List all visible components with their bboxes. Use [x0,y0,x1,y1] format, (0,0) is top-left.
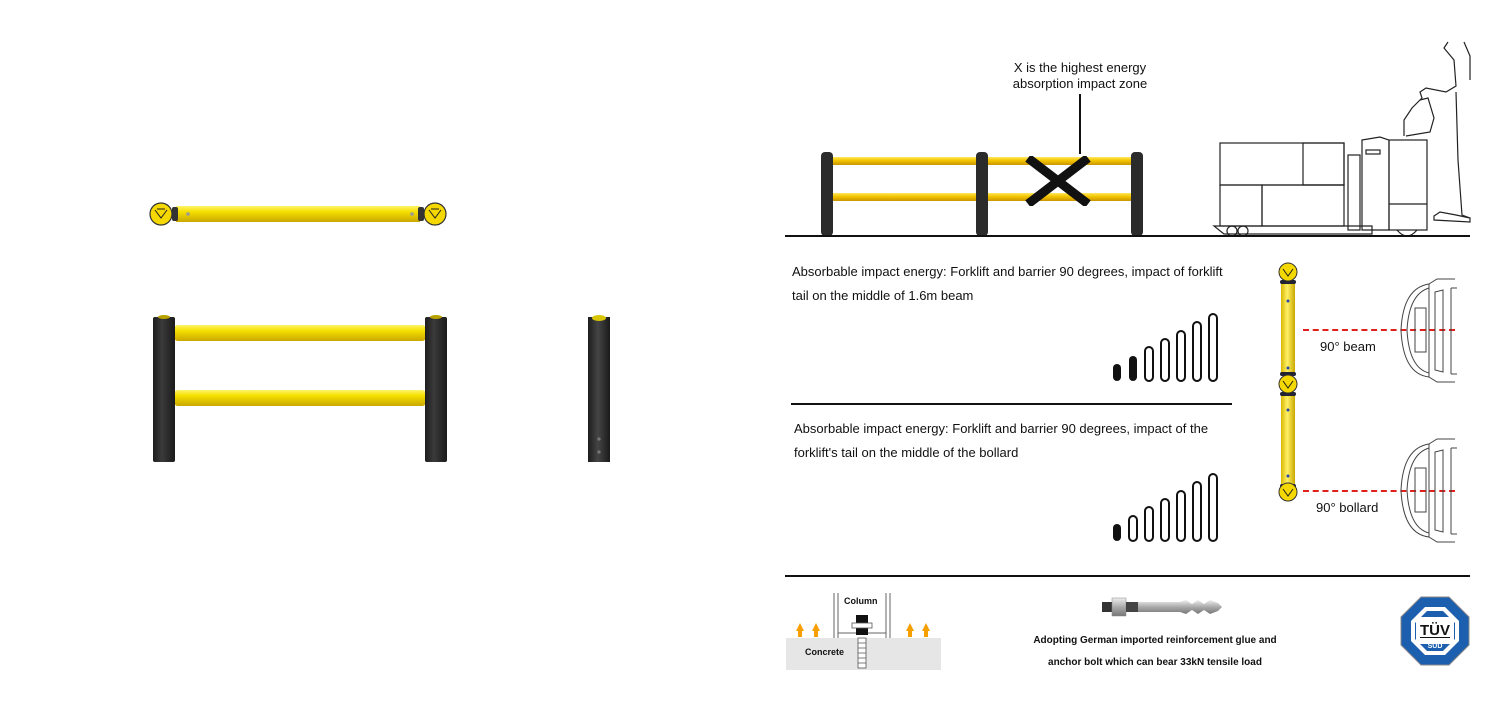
bollard-energy-bars [1110,472,1225,544]
annotation-leader-line [1079,94,1081,154]
barrier-elevation-diagram [818,150,1148,236]
bollard-test-description: Absorbable impact energy: Forklift and b… [794,417,1264,465]
beam-test-description: Absorbable impact energy: Forklift and b… [792,260,1262,308]
annotation-line-1: X is the highest energy [1013,60,1147,75]
side-view-bollard [587,313,611,463]
pallet-truck-with-operator [1212,40,1472,238]
top-view-beam [148,200,448,230]
beam-impact-dashed-line [1303,329,1455,331]
ground-line [785,235,1470,237]
bollard-impact-dashed-line [1303,490,1455,492]
forklift-top-view-beam [1395,278,1457,384]
sud-logo-text: SÜD [1428,641,1443,650]
front-view-barrier [150,312,450,464]
forklift-top-view-bollard [1395,438,1457,544]
tuv-sud-certification-logo: TÜV SÜD [1400,596,1470,666]
beam-energy-bars [1110,312,1225,384]
concrete-label: Concrete [805,647,845,657]
bollard-test-line-2: forklift's tail on the middle of the bol… [794,445,1019,460]
anchor-bolt-image [1100,596,1225,618]
bollard-angle-label: 90° bollard [1316,500,1379,515]
bollard-test-line-1: Absorbable impact energy: Forklift and b… [794,421,1209,436]
section-divider [791,403,1232,405]
annotation-line-2: absorption impact zone [1012,76,1148,91]
anchor-caption-line-1: Adopting German imported reinforcement g… [1033,635,1277,646]
beam-test-line-1: Absorbable impact energy: Forklift and b… [792,264,1223,279]
beam-test-line-2: tail on the middle of 1.6m beam [792,288,974,303]
bottom-divider [785,575,1470,577]
column-label: Column [844,596,878,606]
beam-angle-label: 90° beam [1320,339,1376,354]
impact-x-marker [1024,156,1092,206]
impact-zone-annotation: X is the highest energy absorption impac… [980,60,1180,92]
anchor-installation-diagram [786,593,942,671]
anchor-caption-line-2: anchor bolt which can bear 33kN tensile … [1048,657,1262,668]
barrier-top-view-vertical [1276,262,1300,502]
anchor-caption: Adopting German imported reinforcement g… [1000,630,1310,674]
tuv-logo-text: TÜV [1420,622,1450,639]
